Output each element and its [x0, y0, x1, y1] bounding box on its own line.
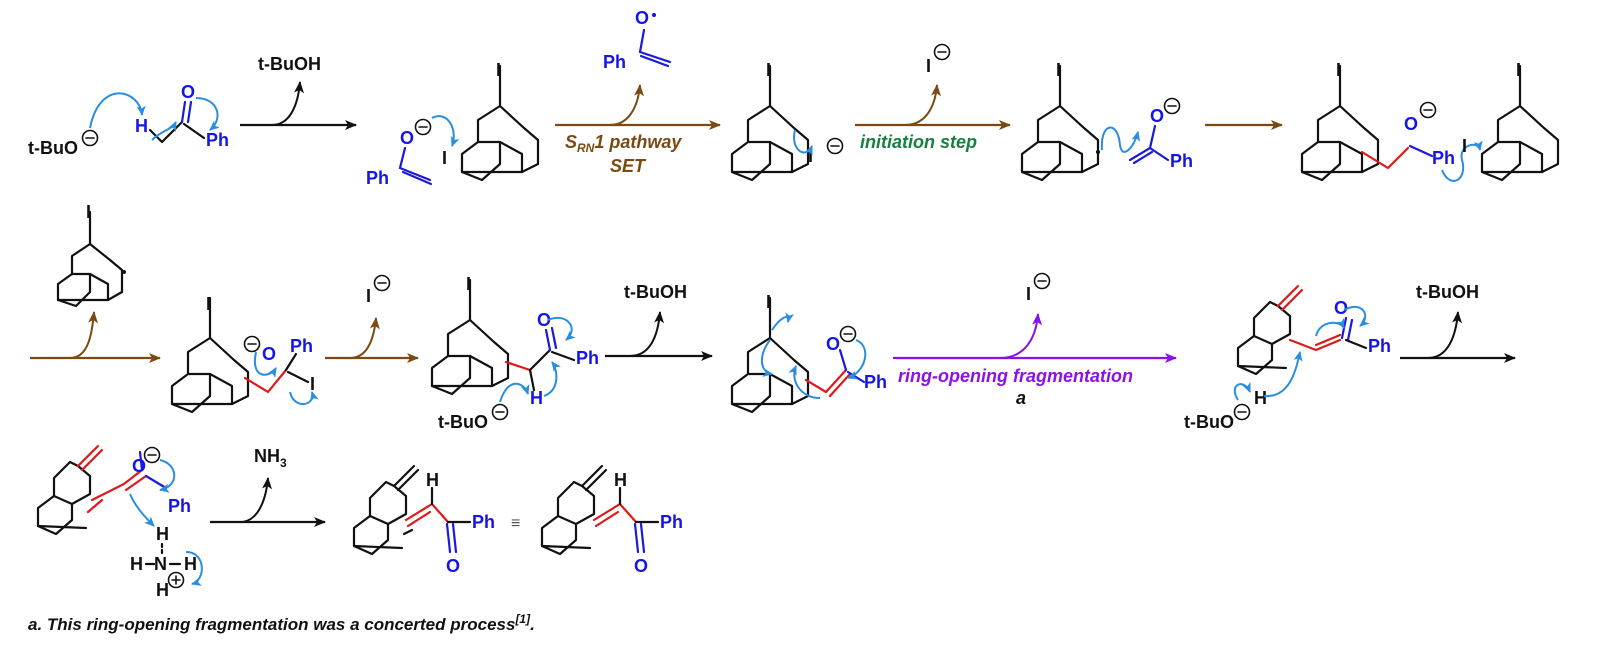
ketone-ph: Ph — [576, 348, 599, 368]
product2-o: O — [634, 556, 648, 576]
dienone-intermediate: O Ph H t-BuO — [1184, 284, 1391, 432]
dienone-o: O — [1334, 298, 1348, 318]
adamantyl-radical-and-enolate: I O Ph — [1020, 60, 1193, 182]
iodine-top-1: I — [496, 60, 501, 80]
ammonium-h-top: H — [156, 524, 169, 544]
h-label: H — [135, 116, 148, 136]
adamantyl-ketone: I O Ph H t-BuO — [430, 274, 599, 432]
iodoalkoxide-intermediate: I O Ph I — [170, 294, 319, 414]
adamantyl-radical-reagent: I — [56, 202, 126, 308]
tbuoh-byproduct-2: t-BuOH — [624, 282, 687, 302]
reaction-arrow-1: t-BuOH — [240, 54, 357, 130]
iodoalkoxide-ph: Ph — [290, 336, 313, 356]
o-label: O — [181, 82, 195, 102]
product2-ph: Ph — [660, 512, 683, 532]
ammonium-h-left: H — [130, 554, 143, 574]
reaction-arrow-2 — [30, 311, 161, 363]
reaction-arrow-4: t-BuOH — [605, 282, 713, 361]
ammonium-ion: H H N H H — [130, 524, 203, 600]
iodine-top-7: I — [206, 294, 211, 314]
iodine-top-9: I — [766, 292, 771, 312]
product1-ph: Ph — [472, 512, 495, 532]
tbuo-label: t-BuO — [28, 138, 78, 158]
iodine-bridge-5: I — [1462, 136, 1467, 156]
enolate-ph-3: Ph — [864, 372, 887, 392]
enolate-o: O — [400, 128, 414, 148]
iodide-2: I — [366, 286, 371, 306]
radical-anion-adamantane: I I — [730, 60, 844, 182]
iodine-top-4: I — [1336, 60, 1341, 80]
alkoxide-o: O — [1404, 114, 1418, 134]
tbuoh-byproduct-3: t-BuOH — [1416, 282, 1479, 302]
iodoalkoxide-o: O — [262, 344, 276, 364]
ph-label: Ph — [206, 130, 229, 150]
iodine-top-2: I — [766, 60, 771, 80]
final-product-2: H Ph O — [540, 464, 683, 576]
tbuo-anion-reagent: t-BuO — [28, 129, 99, 158]
alkoxide-ph: Ph — [1432, 148, 1455, 168]
set-label: SET — [610, 156, 647, 176]
reaction-arrow-3: I — [325, 274, 419, 363]
enolate-o-3: O — [826, 334, 840, 354]
iodine-bridge-1: I — [442, 148, 447, 168]
tbuoh-byproduct-1: t-BuOH — [258, 54, 321, 74]
ammonium-h-bottom: H — [156, 580, 169, 600]
footnote: a. This ring-opening fragmentation was a… — [28, 612, 535, 634]
enol-radical-product: O Ph — [603, 8, 672, 72]
dienone-h: H — [1254, 388, 1267, 408]
ammonium-h-right: H — [184, 554, 197, 574]
product1-h: H — [426, 470, 439, 490]
dienolate-o: O — [132, 456, 146, 476]
reaction-arrow-srn1: O Ph SRN1 pathway SET — [555, 8, 721, 176]
dienolate-ph: Ph — [168, 496, 191, 516]
enolate-plus-diiodoadamantane: O Ph I I — [366, 60, 540, 188]
iodide-1: I — [926, 56, 931, 76]
iodoalkoxide-i: I — [310, 374, 315, 394]
acetophenone-reactant: H O Ph — [135, 82, 229, 150]
nh3-byproduct: NH3 — [254, 446, 287, 470]
iodide-3: I — [1026, 284, 1031, 304]
dienolate-intermediate: O Ph H H N H H — [36, 444, 203, 600]
ring-opening-label: ring-opening fragmentation — [898, 366, 1133, 386]
iodine-top-5: I — [1516, 60, 1521, 80]
radical-ph: Ph — [603, 52, 626, 72]
enolate-o-2: O — [1150, 106, 1164, 126]
dienone-ph: Ph — [1368, 336, 1391, 356]
enolate-ph: Ph — [366, 168, 389, 188]
reaction-arrow-5: t-BuOH — [1400, 282, 1516, 363]
ammonium-n: N — [154, 554, 167, 574]
equivalence-symbol: ≡ — [511, 515, 520, 532]
product2-h: H — [614, 470, 627, 490]
iodine-top-6: I — [86, 202, 91, 222]
final-product-1: H Ph O — [352, 464, 495, 576]
radical-anion-coupling: I O Ph I I — [1300, 60, 1560, 182]
initiation-step-label: initiation step — [860, 132, 977, 152]
reaction-arrow-initiation: I initiation step — [855, 43, 1011, 152]
ketone-h: H — [530, 388, 543, 408]
iodine-top-3: I — [1056, 60, 1061, 80]
tbuo-label-2: t-BuO — [438, 412, 488, 432]
ketone-o: O — [537, 310, 551, 330]
reaction-arrow-6: NH3 — [210, 446, 326, 527]
footnote-marker-a: a — [1016, 388, 1026, 408]
product1-o: O — [446, 556, 460, 576]
srn1-label: SRN1 pathway — [565, 132, 682, 155]
reaction-arrow-ring-opening: I ring-opening fragmentation a — [893, 272, 1177, 408]
enolate-ph-2: Ph — [1170, 151, 1193, 171]
iodine-top-8: I — [466, 274, 471, 294]
radical-o: O — [635, 8, 649, 28]
deprotonation-curly-arrow — [89, 92, 146, 129]
tbuo-label-3: t-BuO — [1184, 412, 1234, 432]
iodo-enolate-intermediate: I O Ph — [730, 292, 887, 414]
